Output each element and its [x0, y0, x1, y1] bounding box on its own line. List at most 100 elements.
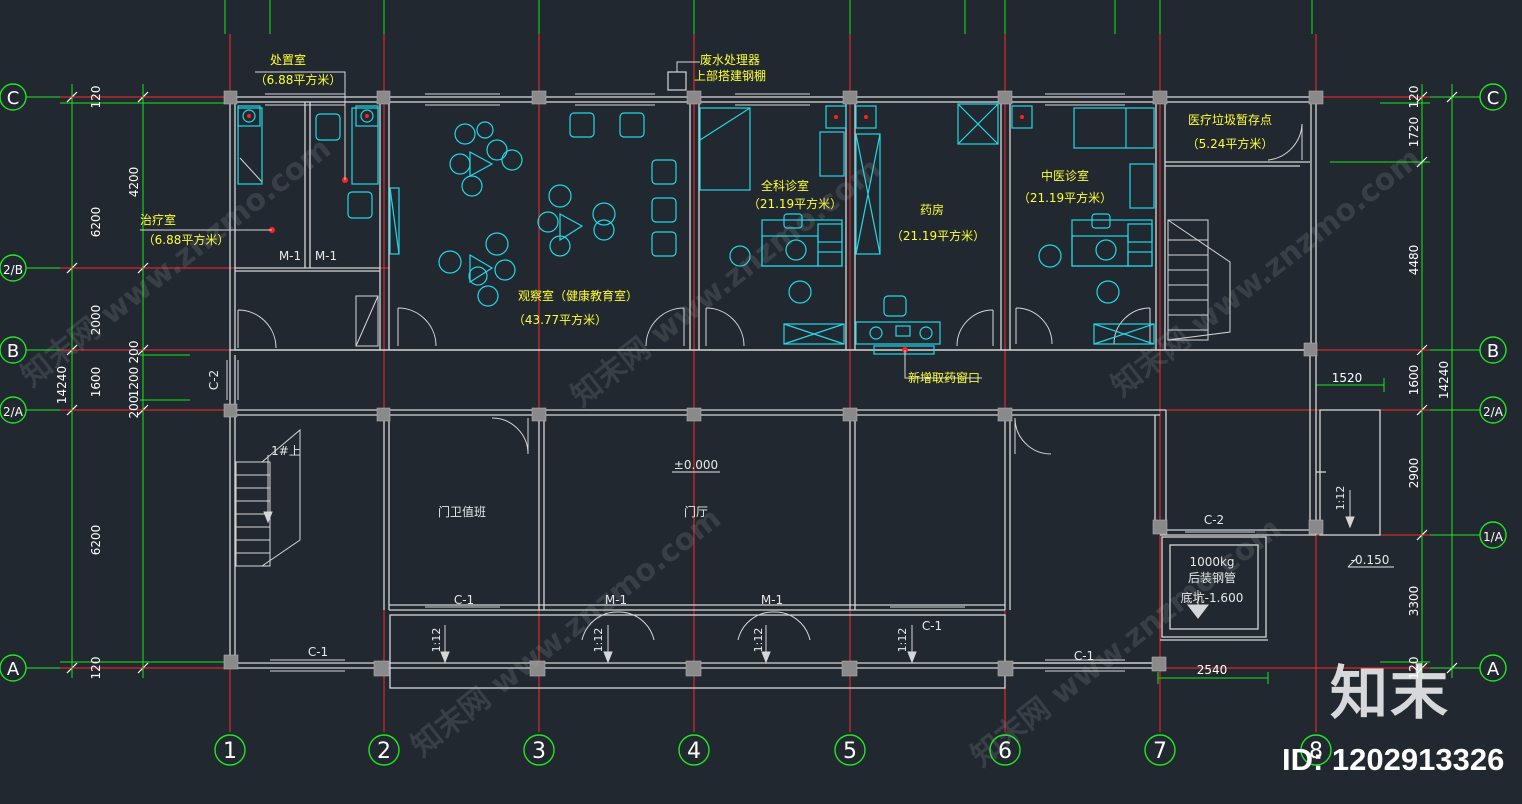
room-labels: 处置室 （6.88平方米） 治疗室 （6.88平方米） 观察室（健康教育室） （…	[140, 52, 1273, 385]
table-cluster-3	[438, 232, 516, 307]
axis-label-2: 2	[377, 739, 391, 764]
furniture	[237, 71, 1155, 355]
dim-left-inner-1: 200	[127, 341, 141, 364]
room-treatment-area: （6.88平方米）	[143, 232, 230, 247]
dimension-values: 14240 120 6200 2000 1600 6200 120 4200 2…	[55, 86, 1451, 680]
pit-name: 后装钢管	[1188, 570, 1236, 585]
dim-2540: 2540	[1197, 663, 1228, 677]
window-c2-left: C-2	[207, 370, 221, 390]
slope-4: 1:12	[896, 628, 909, 653]
dim-left-0: 120	[89, 86, 103, 109]
slope-1: 1:12	[430, 628, 443, 653]
axis-labels: C 2/B B 2/A A C B 2/A 1/A A 1 2 3 4 5 6 …	[3, 88, 1504, 764]
table-cluster-1	[449, 121, 523, 197]
window-c1-right: C-1	[922, 619, 942, 633]
elevation-neg: -0.150	[1351, 553, 1390, 567]
dim-right-4: 2900	[1407, 458, 1421, 489]
dim-left-1: 6200	[89, 207, 103, 238]
room-general-area: （21.19平方米）	[748, 196, 842, 211]
window-c2-right: C-2	[1204, 513, 1224, 527]
axis-label-a-right: A	[1487, 659, 1500, 680]
axis-label-c-left: C	[7, 88, 20, 109]
bubble-connectors	[26, 96, 1480, 669]
dim-left-2: 2000	[89, 305, 103, 336]
lobby-label: 门厅	[684, 504, 708, 519]
columns	[223, 90, 1324, 677]
dim-right-2: 4480	[1407, 245, 1421, 276]
room-treatment-name: 治疗室	[140, 212, 176, 227]
axis-label-b-left: B	[7, 341, 19, 362]
room-pharmacy-name: 药房	[920, 202, 944, 217]
elevation-zero: ±0.000	[674, 458, 718, 472]
axis-label-1a-right: 1/A	[1483, 530, 1504, 544]
stairs	[235, 219, 1231, 567]
walls	[229, 96, 1381, 689]
axis-label-1: 1	[223, 739, 237, 764]
axis-label-2a-right: 2/A	[1483, 405, 1504, 419]
dim-right-0: 120	[1407, 86, 1421, 109]
dim-left-inner-0: 4200	[127, 167, 141, 198]
dim-left-inner-3: 200	[127, 396, 141, 419]
axis-label-4: 4	[687, 739, 701, 764]
room-waste-area: （5.24平方米）	[1187, 136, 1274, 151]
arrows	[263, 455, 1355, 664]
axis-label-2b-left: 2/B	[3, 263, 23, 277]
room-pharmacy-area: （21.19平方米）	[891, 228, 985, 243]
table-cluster-2	[537, 184, 616, 257]
wastewater-line1: 废水处理器	[700, 52, 760, 67]
room-tcm-area: （21.19平方米）	[1018, 190, 1112, 205]
axis-label-7: 7	[1153, 739, 1167, 764]
dim-right-5: 3300	[1407, 586, 1421, 617]
annotation-underlines	[672, 471, 1394, 568]
room-observation-name: 观察室（健康教育室）	[518, 288, 638, 303]
plan-annotations: M-1 M-1 C-2 1#上 门卫值班 门厅 ±0.000 C-1 M-1 M…	[207, 249, 1389, 663]
window-c1-bottom-left: C-1	[308, 645, 328, 659]
slope-2: 1:12	[592, 628, 605, 653]
dim-left-5: 120	[89, 657, 103, 680]
axis-label-3: 3	[532, 739, 546, 764]
axis-label-2a-left: 2/A	[3, 405, 24, 419]
axis-label-8: 8	[1309, 739, 1323, 764]
guard-room-label: 门卫值班	[438, 504, 486, 519]
watermark-logo: 知末	[1330, 659, 1451, 727]
leader-lines	[140, 61, 982, 379]
door-m1-left: M-1	[279, 249, 301, 263]
room-tcm-name: 中医诊室	[1041, 168, 1089, 183]
wastewater-line2: 上部搭建钢棚	[694, 68, 766, 83]
dim-left-4: 6200	[89, 525, 103, 556]
window-c1-bottom-right: C-1	[1074, 649, 1094, 663]
pit-depth: 底坑-1.600	[1181, 590, 1244, 605]
room-disposal-area: （6.88平方米）	[255, 72, 342, 87]
axis-label-a-left: A	[7, 659, 20, 680]
room-general-name: 全科诊室	[761, 178, 809, 193]
window-c1-guard: C-1	[454, 593, 474, 607]
door-m1-right: M-1	[315, 249, 337, 263]
dim-left-3: 1600	[89, 367, 103, 398]
dim-left-inner-2: 1200	[127, 367, 141, 398]
dim-right-1: 1720	[1407, 117, 1421, 148]
door-m1-lobby-left: M-1	[605, 593, 627, 607]
dim-left-outer: 14240	[55, 366, 69, 404]
slope-5: 1:12	[1334, 486, 1347, 511]
room-disposal-name: 处置室	[270, 52, 306, 67]
room-observation-area: （43.77平方米）	[513, 312, 607, 327]
axis-label-5: 5	[843, 739, 857, 764]
axis-label-b-right: B	[1487, 341, 1499, 362]
door-m1-lobby-right: M-1	[761, 593, 783, 607]
dim-1520: 1520	[1332, 371, 1363, 385]
axis-label-c-right: C	[1487, 88, 1500, 109]
pit-load: 1000kg	[1189, 555, 1234, 569]
slope-3: 1:12	[752, 628, 765, 653]
windows	[226, 93, 1255, 672]
dim-right-6: 120	[1407, 657, 1421, 680]
room-waste-name: 医疗垃圾暂存点	[1188, 112, 1272, 127]
watermark-id: ID: 1202913326	[1282, 742, 1505, 777]
new-window-label: 新增取药窗口	[908, 370, 980, 385]
dim-right-3: 1600	[1407, 365, 1421, 396]
stair-up-label: 1#上	[271, 444, 301, 458]
doors	[237, 123, 1303, 641]
axis-label-6: 6	[998, 739, 1012, 764]
dim-right-outer: 14240	[1437, 361, 1451, 399]
